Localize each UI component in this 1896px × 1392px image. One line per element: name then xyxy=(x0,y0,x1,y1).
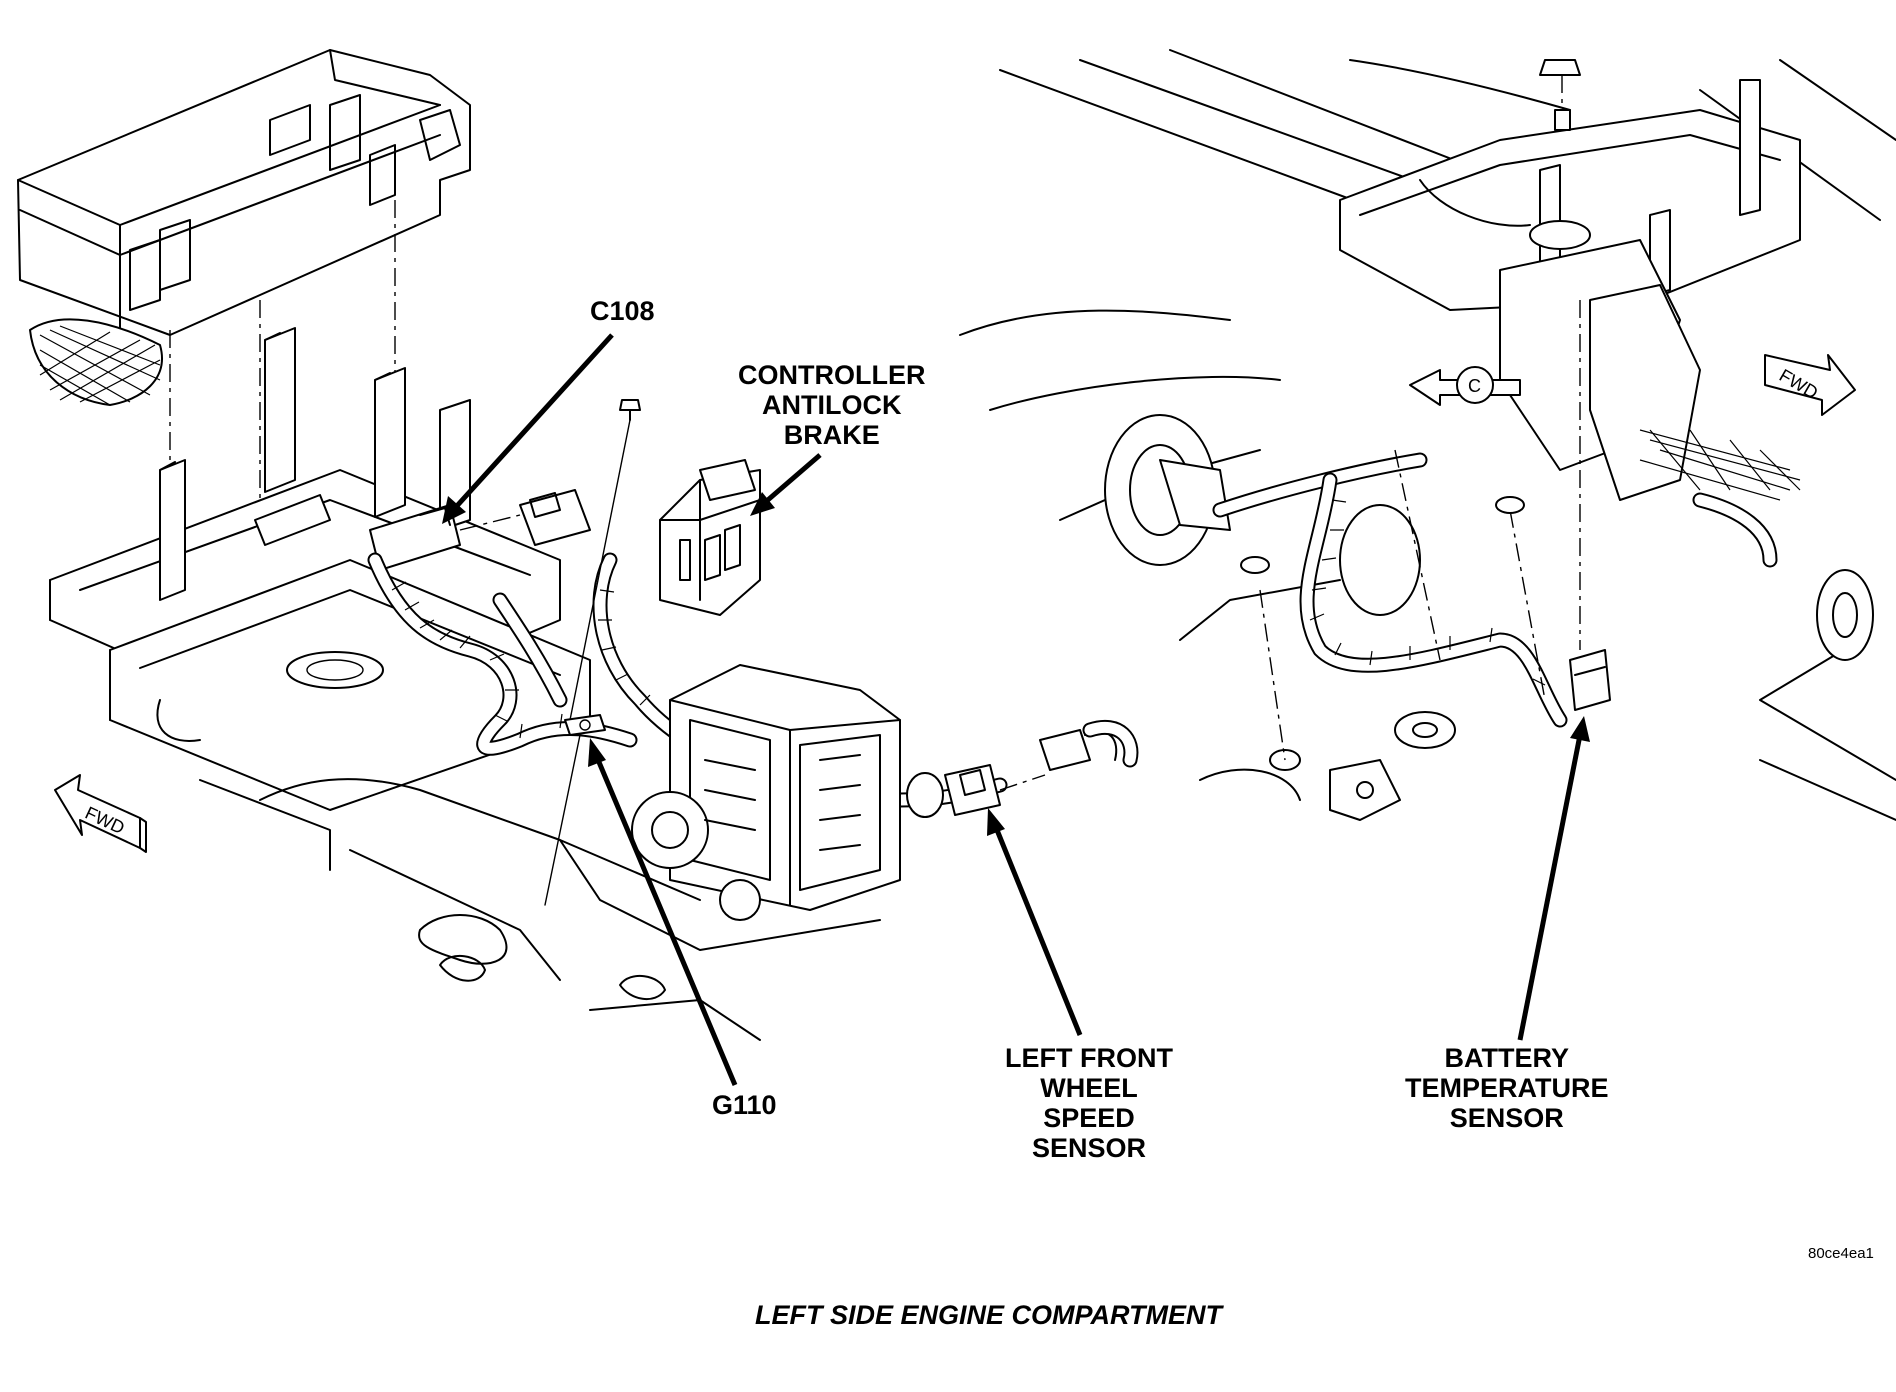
callout-controller xyxy=(750,453,822,516)
c108-connector xyxy=(369,489,591,571)
label-battery-line-2: TEMPERATURE xyxy=(1405,1073,1609,1103)
power-distribution-center xyxy=(17,49,471,406)
controller-antilock-brake xyxy=(659,459,761,616)
label-g110: G110 xyxy=(712,1090,777,1120)
label-c108: C108 xyxy=(590,296,655,326)
view-c-arrow xyxy=(1409,366,1521,406)
label-c108-text: C108 xyxy=(590,296,655,326)
label-battery-line-1: BATTERY xyxy=(1444,1043,1570,1073)
battery-bracket xyxy=(1339,59,1801,650)
label-wheel-line-1: LEFT FRONT xyxy=(1005,1043,1173,1073)
fwd-arrow-right xyxy=(1764,354,1856,416)
label-battery-temperature-sensor: BATTERY TEMPERATURE SENSOR xyxy=(1405,1043,1609,1133)
g110-ground xyxy=(544,399,641,906)
right-wheel-area xyxy=(1104,414,1874,821)
callout-wheel-sensor xyxy=(987,808,1083,1036)
label-controller-antilock-brake: CONTROLLER ANTILOCK BRAKE xyxy=(738,360,925,450)
label-wheel-line-2: WHEEL xyxy=(1040,1073,1138,1103)
fwd-arrow-left xyxy=(54,774,147,853)
label-controller-line-2: ANTILOCK xyxy=(762,390,902,420)
callout-g110 xyxy=(588,738,738,1086)
callout-battery-sensor xyxy=(1517,716,1590,1041)
label-wheel-line-3: SPEED xyxy=(1043,1103,1135,1133)
wheel-speed-sensor-connector xyxy=(906,719,1139,818)
diagram-caption: LEFT SIDE ENGINE COMPARTMENT xyxy=(755,1300,1223,1330)
reference-code: 80ce4ea1 xyxy=(1808,1245,1874,1262)
label-g110-text: G110 xyxy=(712,1090,777,1120)
label-wheel-line-4: SENSOR xyxy=(1031,1133,1146,1163)
label-battery-line-3: SENSOR xyxy=(1449,1103,1564,1133)
callout-c108 xyxy=(442,333,614,524)
hydraulic-control-unit xyxy=(631,664,901,921)
label-controller-line-3: BRAKE xyxy=(783,420,880,450)
label-left-front-wheel-speed-sensor: LEFT FRONT WHEEL SPEED SENSOR xyxy=(1005,1043,1173,1163)
label-controller-line-1: CONTROLLER xyxy=(738,360,926,390)
view-c-text: C xyxy=(1468,376,1481,396)
